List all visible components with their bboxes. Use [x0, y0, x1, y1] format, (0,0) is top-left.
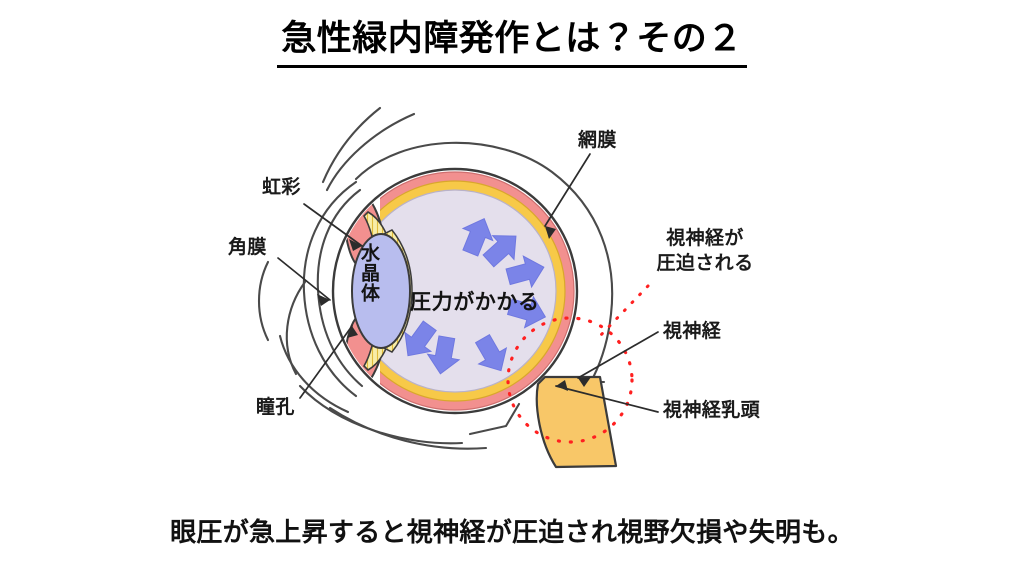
slide-caption: 眼圧が急上昇すると視神経が圧迫され視野欠損や失明も。 — [170, 518, 854, 548]
optic-nerve-body — [535, 375, 618, 469]
label-optic-nerve: 視神経 — [663, 320, 722, 342]
label-pressure-applied: 圧力がかかる — [410, 290, 540, 314]
label-cornea: 角膜 — [228, 236, 267, 258]
label-optic-nerve-compressed: 視神経が 圧迫される — [640, 226, 770, 276]
pressure-arrow-right — [506, 295, 547, 329]
pressure-arrow-lower-mid — [426, 335, 461, 375]
caption-block: 眼圧が急上昇すると視神経が圧迫され視野欠損や失明も。 — [0, 512, 1024, 549]
title-block: 急性緑内障発作とは？その２ — [0, 18, 1024, 68]
label-optic-nerve-compressed-line1: 視神経が — [666, 227, 744, 249]
crystalline-lens — [351, 233, 411, 349]
compression-zone-marker — [506, 316, 634, 444]
label-optic-nerve-compressed-line2: 圧迫される — [656, 252, 754, 275]
label-retina: 網膜 — [578, 129, 617, 151]
pressure-arrow-upper-right — [505, 255, 545, 289]
page-title: 急性緑内障発作とは？その２ — [277, 18, 747, 68]
label-leader-lines — [277, 153, 659, 413]
pressure-arrow-group — [404, 218, 547, 375]
compression-leader-line — [598, 284, 650, 338]
pressure-arrow-lower-right — [474, 333, 508, 372]
eye-diagram: 虹彩 角膜 瞳孔 網膜 視神経が 圧迫される 視神経 視神経乳頭 水晶体 圧力が… — [0, 86, 1024, 496]
label-optic-disc: 視神経乳頭 — [663, 399, 761, 421]
label-arrowheads — [317, 226, 591, 391]
label-iris: 虹彩 — [262, 176, 301, 198]
label-pupil: 瞳孔 — [256, 396, 295, 418]
pressure-arrow-lower-left — [404, 320, 437, 357]
pressure-arrow-upper-mid — [482, 235, 517, 268]
eye-cross-section-illustration — [257, 106, 659, 469]
conjunctiva-outline — [257, 106, 614, 450]
pressure-arrow-upper-left — [461, 218, 494, 257]
label-lens: 水晶体 — [358, 243, 380, 303]
